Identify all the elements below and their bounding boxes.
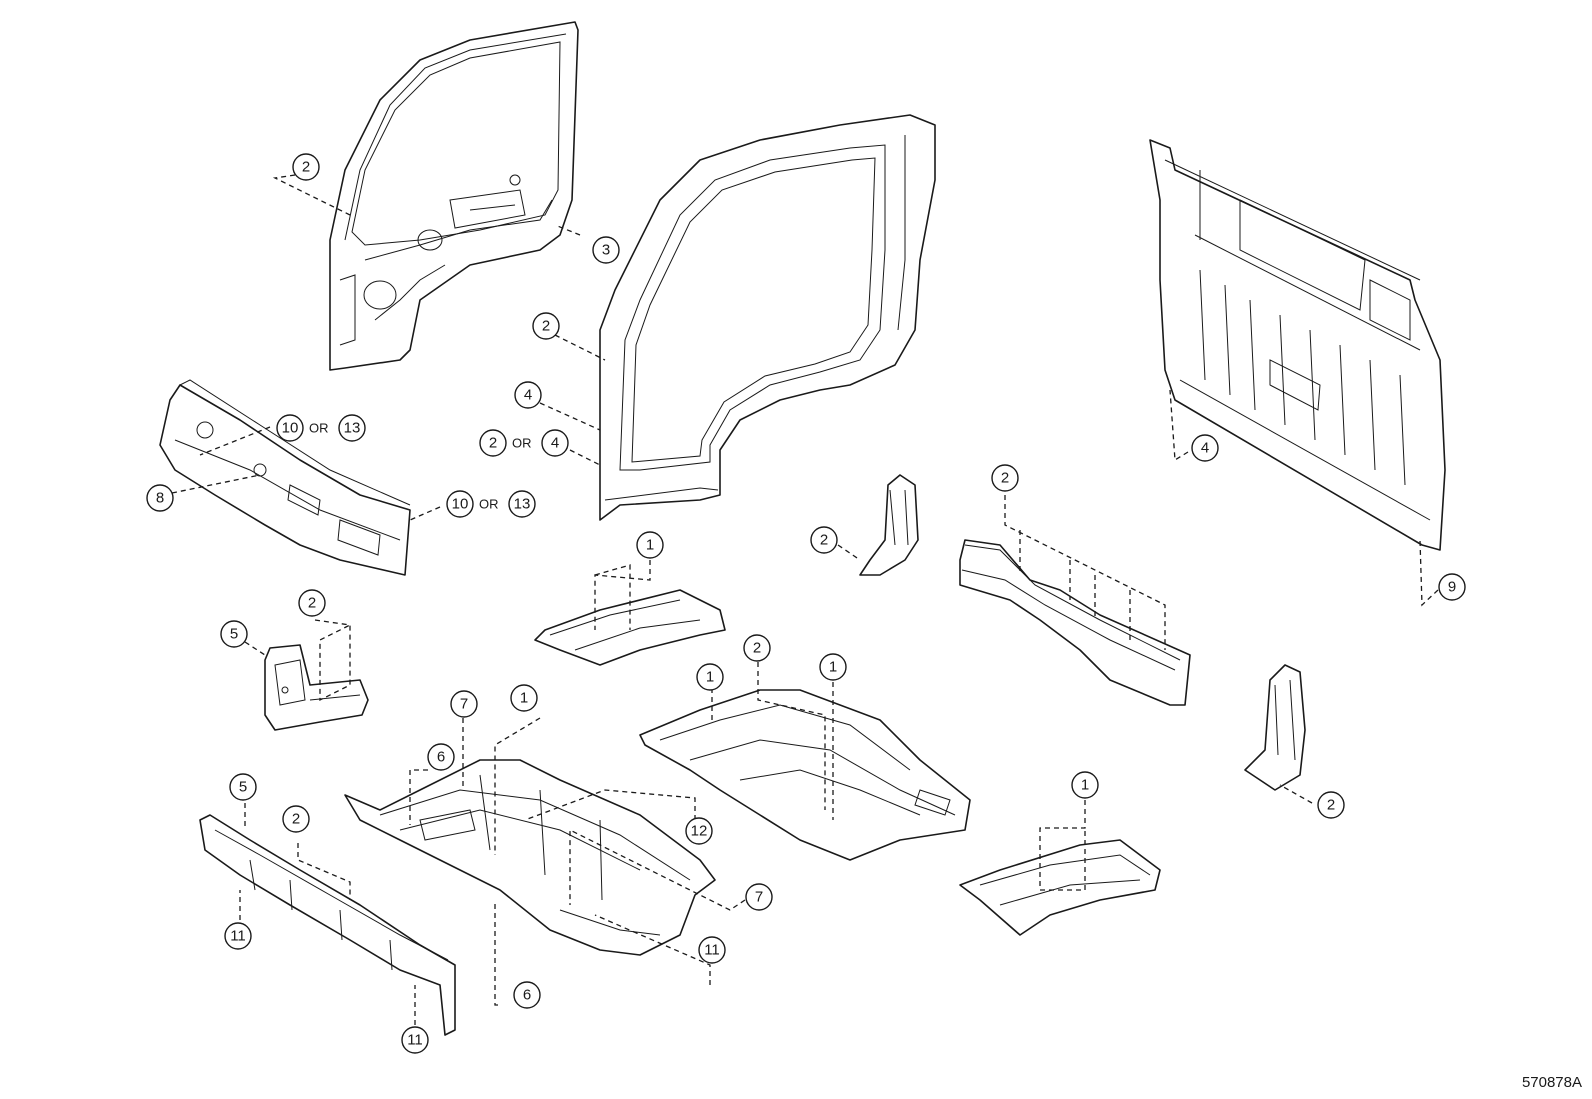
pillar-bracket-right xyxy=(1244,664,1306,791)
front-floor-main xyxy=(344,759,716,956)
svg-text:2: 2 xyxy=(1001,470,1009,487)
svg-text:13: 13 xyxy=(344,420,361,437)
svg-text:10: 10 xyxy=(282,420,299,437)
callout-11-floor: 11 xyxy=(698,936,726,964)
callout-5-upper: 5 xyxy=(220,620,248,648)
svg-text:1: 1 xyxy=(706,669,714,686)
callout-2-front-door: 2 xyxy=(292,153,320,181)
floor-bracket-upper xyxy=(534,589,726,666)
svg-text:2: 2 xyxy=(292,811,300,828)
callout-7-upper: 7 xyxy=(450,690,478,718)
svg-text:12: 12 xyxy=(691,823,708,840)
callout-3: 3 xyxy=(592,236,620,264)
callout-6-lower: 6 xyxy=(513,981,541,1009)
callout-1-lower-bracket: 1 xyxy=(1071,771,1099,799)
callout-11-left: 11 xyxy=(224,922,252,950)
reference-code: 570878A xyxy=(1521,1074,1582,1091)
callout-1-floor-center-right: 1 xyxy=(819,653,847,681)
bracket-5-upper xyxy=(264,644,369,731)
callout-1-front-floor: 1 xyxy=(510,684,538,712)
floor-bracket-lower xyxy=(959,839,1161,936)
cross-member xyxy=(959,539,1191,706)
svg-text:8: 8 xyxy=(156,490,164,507)
svg-text:13: 13 xyxy=(514,496,531,513)
svg-text:7: 7 xyxy=(755,889,763,906)
callout-4-door-opening: 4 xyxy=(514,381,542,409)
svg-text:4: 4 xyxy=(524,387,532,404)
svg-text:OR: OR xyxy=(309,421,329,436)
callout-1-upper-bracket: 1 xyxy=(636,531,664,559)
callout-2-or-4: 2 OR 4 xyxy=(479,429,569,457)
svg-text:6: 6 xyxy=(523,987,531,1004)
back-panel xyxy=(1149,139,1446,551)
callout-5-lower: 5 xyxy=(229,773,257,801)
svg-text:2: 2 xyxy=(753,640,761,657)
svg-text:11: 11 xyxy=(407,1032,423,1049)
callout-8: 8 xyxy=(146,484,174,512)
pillar-bracket-center xyxy=(859,474,919,576)
callout-7-lower: 7 xyxy=(745,883,773,911)
callout-10-or-13-upper: 10 OR 13 xyxy=(276,414,366,442)
svg-text:9: 9 xyxy=(1448,579,1456,596)
center-floor-pan xyxy=(639,689,971,861)
svg-text:3: 3 xyxy=(602,242,610,259)
svg-text:11: 11 xyxy=(704,942,720,959)
svg-text:2: 2 xyxy=(1327,797,1335,814)
callout-12: 12 xyxy=(685,817,713,845)
callout-11-bottom: 11 xyxy=(401,1026,429,1054)
callout-2-pillar-center: 2 xyxy=(810,526,838,554)
svg-text:1: 1 xyxy=(646,537,654,554)
callout-2-bracket-5: 2 xyxy=(298,589,326,617)
svg-text:11: 11 xyxy=(230,928,246,945)
front-door-panel xyxy=(329,21,579,371)
svg-text:2: 2 xyxy=(308,595,316,612)
callout-2-door-opening: 2 xyxy=(532,312,560,340)
svg-text:1: 1 xyxy=(520,690,528,707)
svg-text:1: 1 xyxy=(829,659,837,676)
svg-text:2: 2 xyxy=(489,435,497,452)
callout-2-pillar-right: 2 xyxy=(1317,791,1345,819)
leader-lines xyxy=(171,174,1439,1025)
svg-text:OR: OR xyxy=(479,497,499,512)
front-reinforcement xyxy=(199,814,456,1036)
callout-1-floor-center-left: 1 xyxy=(696,663,724,691)
svg-text:2: 2 xyxy=(302,159,310,176)
svg-text:4: 4 xyxy=(551,435,559,452)
callout-10-or-13-lower: 10 OR 13 xyxy=(446,490,536,518)
front-door-opening-panel xyxy=(599,114,936,521)
svg-text:6: 6 xyxy=(437,749,445,766)
svg-text:1: 1 xyxy=(1081,777,1089,794)
svg-text:2: 2 xyxy=(542,318,550,335)
svg-text:7: 7 xyxy=(460,696,468,713)
callout-2-floor-center: 2 xyxy=(743,634,771,662)
svg-text:2: 2 xyxy=(820,532,828,549)
svg-text:4: 4 xyxy=(1201,440,1209,457)
callout-9: 9 xyxy=(1438,573,1466,601)
callout-2-reinforcement: 2 xyxy=(282,805,310,833)
cowl-panel xyxy=(159,379,411,576)
callout-4-back-panel: 4 xyxy=(1191,434,1219,462)
callout-6-upper: 6 xyxy=(427,743,455,771)
svg-text:OR: OR xyxy=(512,436,532,451)
svg-text:5: 5 xyxy=(230,626,238,643)
svg-text:10: 10 xyxy=(452,496,469,513)
callout-2-cross-member: 2 xyxy=(991,464,1019,492)
svg-text:5: 5 xyxy=(239,779,247,796)
